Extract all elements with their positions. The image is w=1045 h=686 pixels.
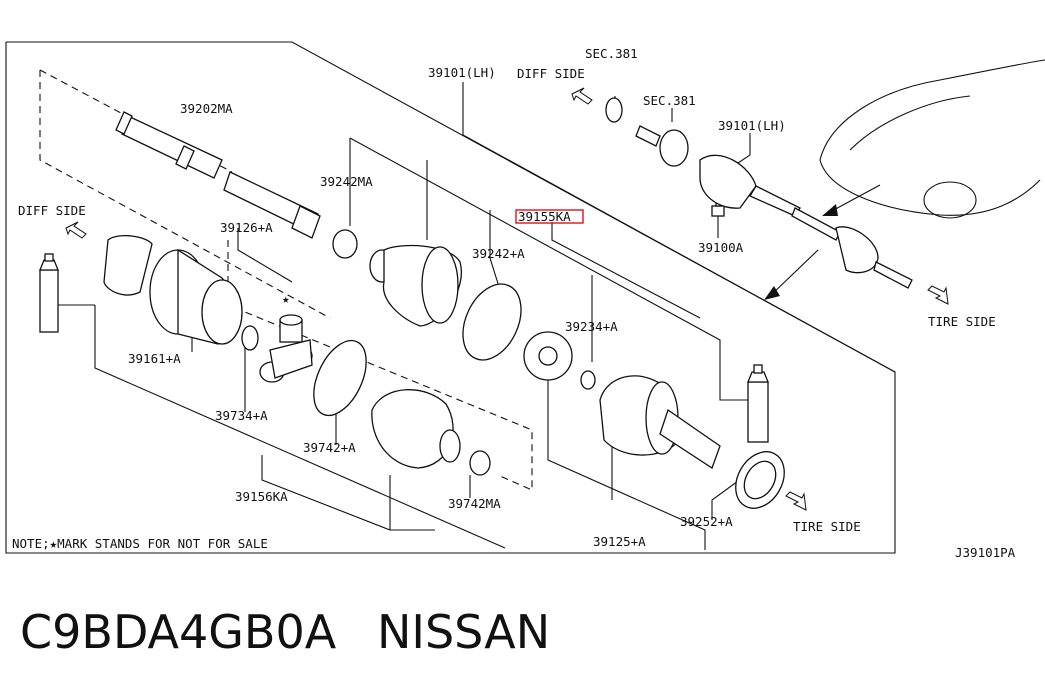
grease-tube-left [39,253,59,333]
sec381-seal [605,97,623,123]
diagram-frame [5,41,896,554]
label-39155KA: 39155KA [518,209,571,224]
leader-39126A [237,228,293,283]
intermediate-shaft [115,111,321,239]
diff-side-arrow-top [571,87,593,105]
leader-39101-right [734,133,751,166]
band-39742MA [469,450,491,476]
ref-code: J39101PA [955,545,1016,560]
band-39742A [313,339,367,417]
sec381-flange [635,125,689,167]
direction-arrows [764,184,881,300]
label-39126A: 39126+A [220,220,273,235]
ring-39234 [580,370,596,390]
label-39252A: 39252+A [680,514,733,529]
assembled-driveshaft [699,154,913,289]
label-39242A: 39242+A [472,246,525,261]
band-39242MA [332,229,358,259]
label-39742MA: 39742MA [448,496,501,511]
note-text: NOTE;★MARK STANDS FOR NOT FOR SALE [12,536,268,551]
label-39101-top: 39101(LH) [428,65,496,80]
label-diff-side-left: DIFF SIDE [18,203,86,218]
label-39100A: 39100A [698,240,744,255]
leader-39101-top [462,82,896,373]
label-39202MA: 39202MA [180,101,233,116]
label-39161A: 39161+A [128,351,181,366]
boot-upper [369,244,463,327]
label-39734A: 39734+A [215,408,268,423]
outer-joint [599,375,721,469]
car-illustration [819,59,1045,219]
leader-39125A [547,378,706,550]
label-tire-side-right: TIRE SIDE [928,314,996,329]
label-sec381-b: SEC.381 [643,93,696,108]
seal-39252 [735,451,785,509]
inner-joint-housing [103,234,243,345]
label-39156KA: 39156KA [235,489,288,504]
label-diff-side-top: DIFF SIDE [517,66,585,81]
label-tire-side-bottom: TIRE SIDE [793,519,861,534]
footer-brand: NISSAN [377,605,550,659]
label-39242MA: 39242MA [320,174,373,189]
label-39101-right: 39101(LH) [718,118,786,133]
leader-39155KA [551,222,701,319]
leader-39242A [489,210,501,291]
inner-race [523,331,573,381]
tire-side-arrow-right [927,285,949,305]
band-39242A [462,283,522,361]
label-39125A: 39125+A [593,534,646,549]
not-for-sale-star: ★ [282,291,290,306]
label-sec381-a: SEC.381 [585,46,638,61]
snap-ring [241,325,259,351]
shaft-bracket [39,70,331,319]
leader-bracket-39242 [349,137,748,401]
label-39234A: 39234+A [565,319,618,334]
leader-39161A-long [94,305,506,549]
boot-lower [371,389,461,469]
diff-side-arrow-left [65,221,87,239]
spider-assembly [259,314,313,383]
highlight-box [515,209,584,224]
footer-part-number: C9BDA4GB0A [20,605,337,659]
grease-tube-right [747,364,769,443]
tire-side-arrow-bottom [785,491,807,511]
label-39742A: 39742+A [303,440,356,455]
leader-39156KA [261,455,435,531]
